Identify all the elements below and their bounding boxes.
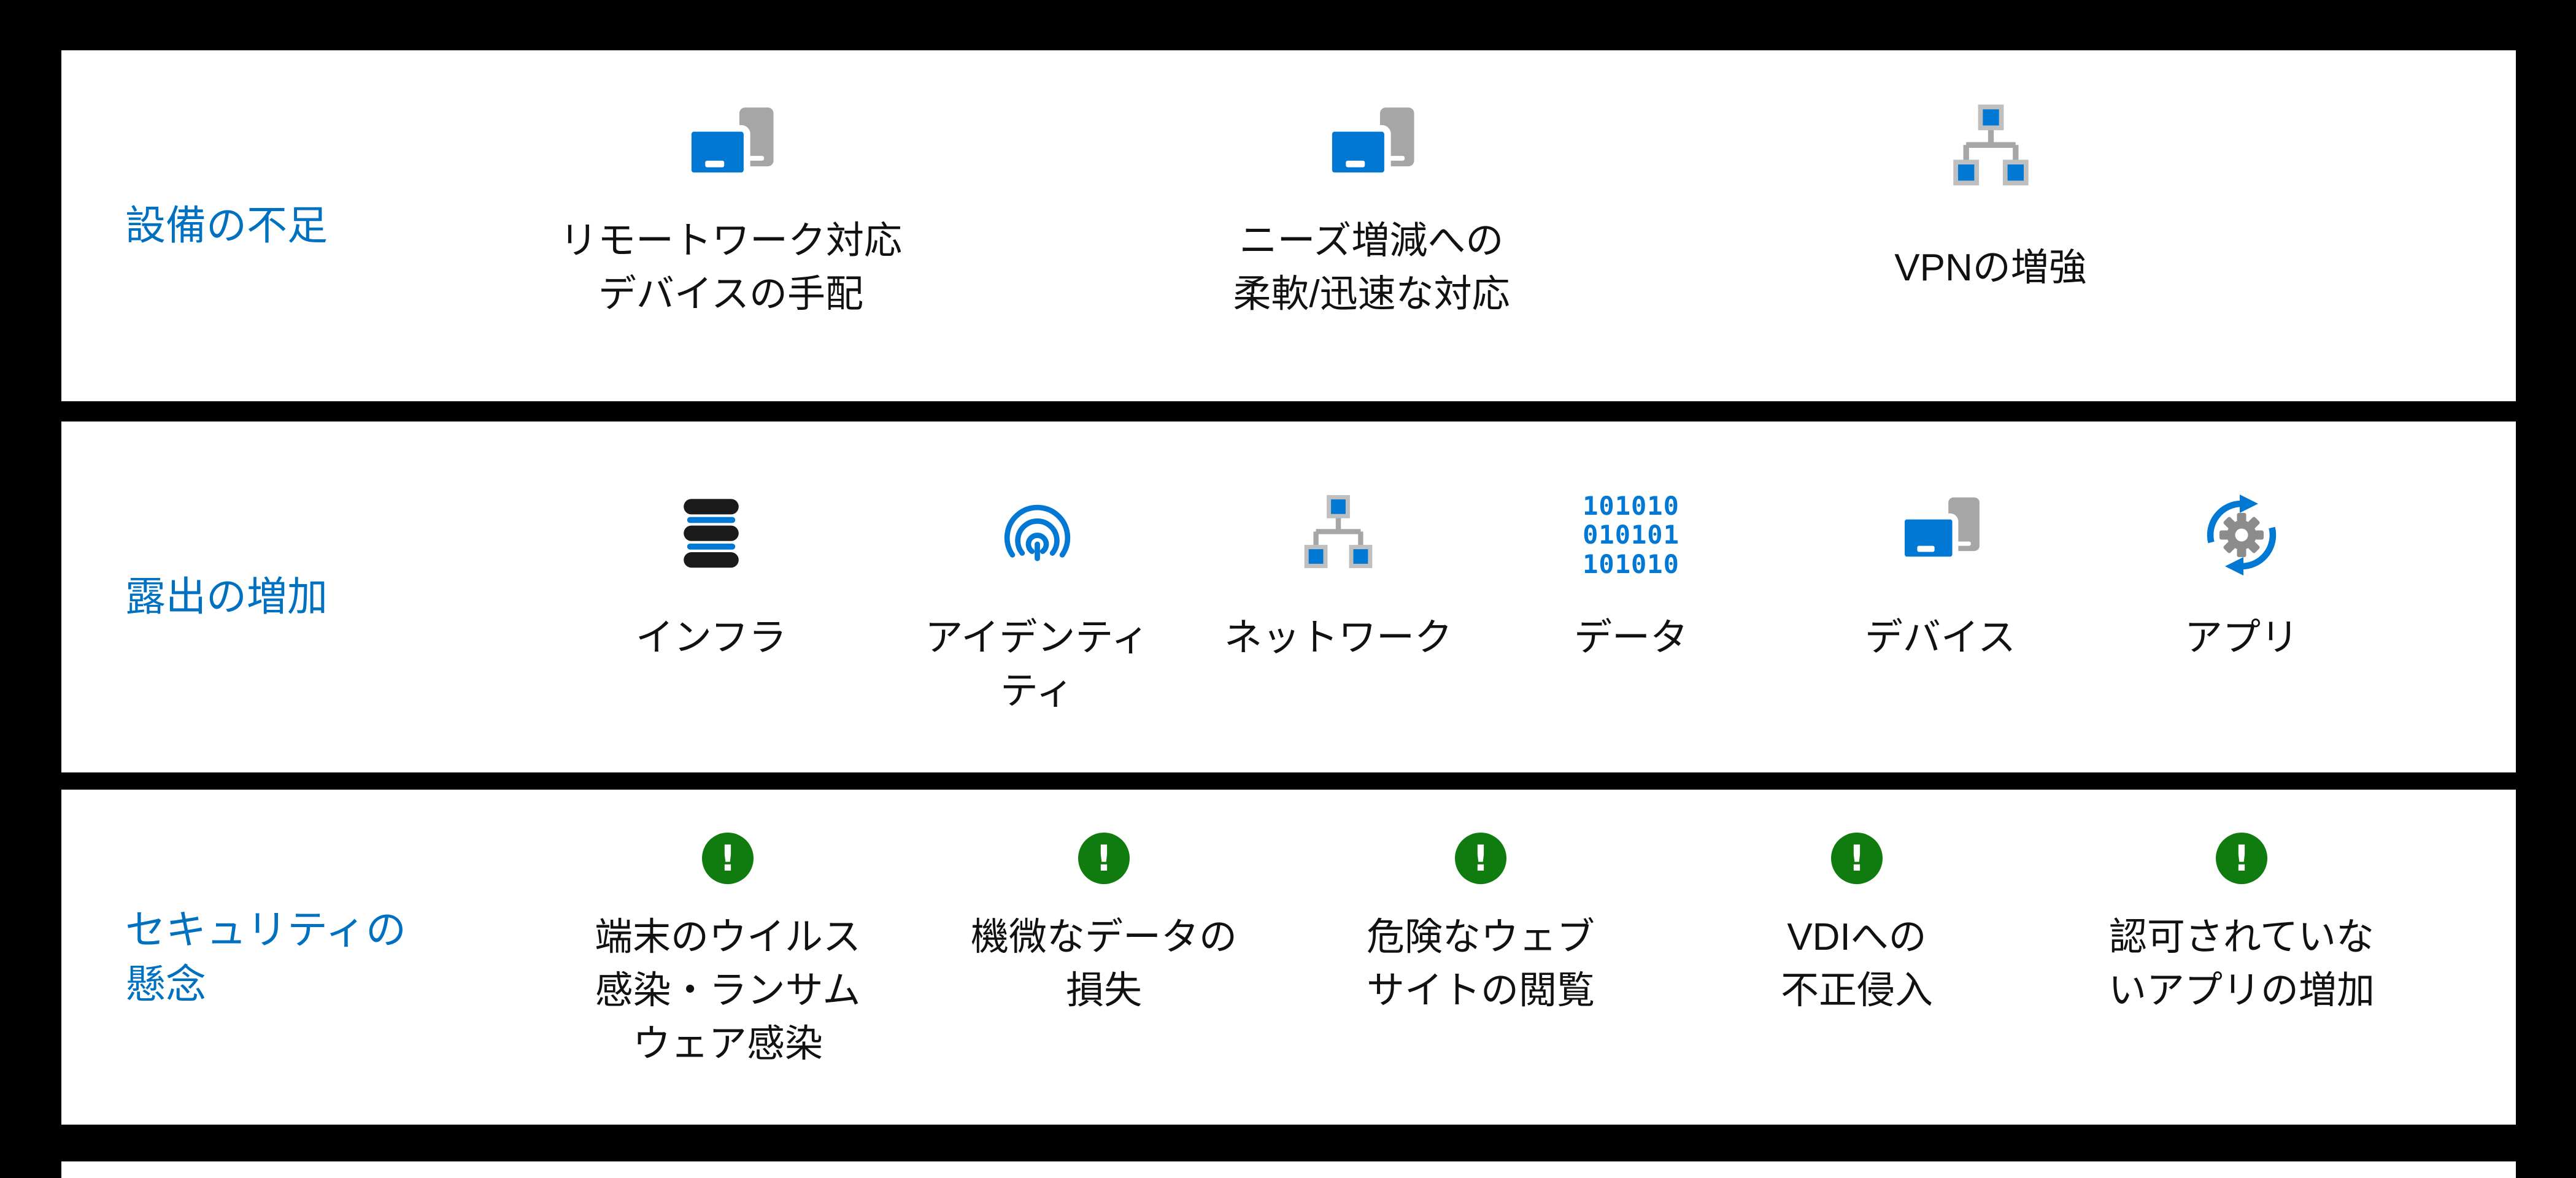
row-label-increased-exposure: 露出の増加 [125, 574, 328, 620]
item-label: アプリ [2184, 617, 2299, 659]
binary-data-icon: 101010 010101 101010 [1583, 491, 1679, 579]
network-icon [1943, 87, 2038, 210]
partial-band [61, 1161, 2516, 1178]
row-label-equipment-shortage: 設備の不足 [125, 202, 328, 248]
feature-item: デバイス [1796, 483, 2084, 665]
band-equipment-shortage: 設備の不足 リモートワーク対応 デバイスの手配 ニーズ増減への 柔軟/迅速な対応… [61, 50, 2516, 401]
fingerprint-icon [993, 483, 1082, 587]
concern-item: ! 危険なウェブ サイトの閲覧 [1303, 833, 1659, 1018]
item-label: インフラ [635, 617, 787, 659]
concern-item: ! 認可されていな いアプリの増加 [2064, 833, 2420, 1018]
band-increased-exposure: 露出の増加 インフラ アイデンティ ティ ネットワーク 101010 01010… [61, 422, 2516, 772]
network-icon [1295, 483, 1381, 587]
row-label-security-concerns: セキュリティの 懸念 [125, 906, 407, 1007]
feature-item: VPNの増強 [1714, 87, 2267, 326]
devices-icon [1893, 483, 1988, 587]
feature-item: ネットワーク [1194, 483, 1483, 665]
item-label: ネットワーク [1224, 617, 1452, 659]
feature-item: インフラ [567, 483, 855, 665]
alert-icon: ! [1455, 833, 1506, 884]
item-label: 機微なデータの 損失 [970, 916, 1237, 1012]
concern-item: ! VDIへの 不正侵入 [1679, 833, 2035, 1018]
item-label: 端末のウイルス 感染・ランサム ウェア感染 [594, 916, 861, 1065]
item-label: デバイス [1864, 617, 2016, 659]
devices-icon [679, 87, 783, 210]
alert-icon: ! [1831, 833, 1883, 884]
item-label: アイデンティ ティ [925, 617, 1149, 712]
alert-icon: ! [702, 833, 754, 884]
feature-item: ニーズ増減への 柔軟/迅速な対応 [1095, 87, 1648, 326]
feature-item: 101010 010101 101010 データ [1487, 483, 1775, 665]
item-label: 認可されていな いアプリの増加 [2108, 916, 2375, 1012]
database-icon [668, 483, 754, 587]
item-label: ニーズ増減への 柔軟/迅速な対応 [1233, 220, 1510, 315]
item-label: リモートワーク対応 デバイスの手配 [559, 220, 902, 315]
alert-icon: ! [2216, 833, 2267, 884]
devices-icon [1319, 87, 1424, 210]
concern-item: ! 端末のウイルス 感染・ランサム ウェア感染 [550, 833, 906, 1071]
feature-item: アプリ [2097, 483, 2386, 665]
item-label: データ [1573, 617, 1688, 659]
item-label: VDIへの 不正侵入 [1780, 916, 1933, 1012]
concern-item: ! 機微なデータの 損失 [926, 833, 1282, 1018]
band-security-concerns: セキュリティの 懸念 ! 端末のウイルス 感染・ランサム ウェア感染 ! 機微な… [61, 790, 2516, 1125]
feature-item: アイデンティ ティ [893, 483, 1181, 718]
item-label: 危険なウェブ サイトの閲覧 [1366, 916, 1595, 1012]
feature-item: リモートワーク対応 デバイスの手配 [455, 87, 1007, 326]
apps-sync-icon [2196, 483, 2288, 587]
item-label: VPNの増強 [1894, 246, 2087, 289]
alert-icon: ! [1078, 833, 1130, 884]
